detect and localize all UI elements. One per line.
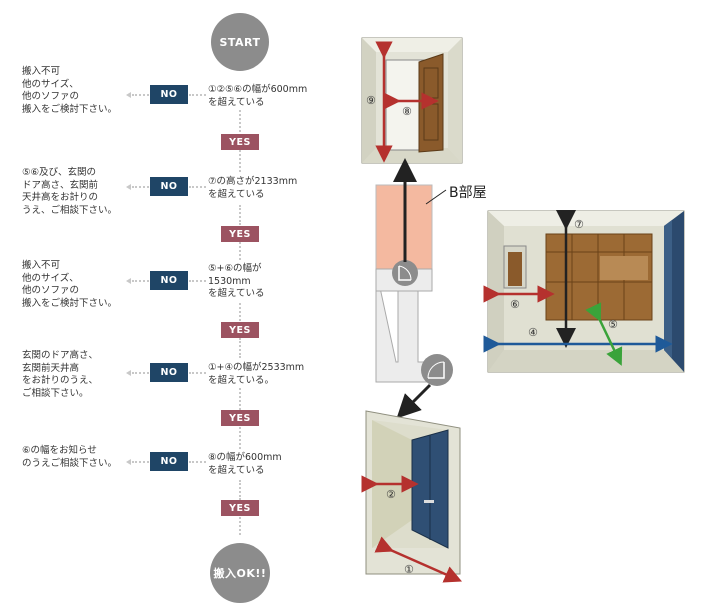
no-connector (189, 186, 206, 188)
advice-text-1: 搬入不可 他のサイズ、 他のソファの 搬入をご検討下さい。 (22, 66, 118, 115)
flow-connector (239, 517, 241, 535)
marker-5: ⑤ (608, 318, 618, 331)
yes-badge-4: YES (221, 410, 259, 426)
marker-8: ⑧ (402, 105, 412, 118)
marker-1: ① (404, 563, 414, 576)
condition-text-1: ①②⑤⑥の幅が600mm を超えている (208, 84, 308, 108)
no-connector (189, 94, 206, 96)
floor-plan (375, 158, 453, 419)
flow-connector (239, 480, 241, 500)
arrow-left-icon (126, 459, 131, 465)
advice-text-4: 玄関のドア高さ、 玄関前天井高 をお計りのうえ、 ご相談下さい。 (22, 350, 99, 399)
no-connector (132, 94, 149, 96)
flow-connector (239, 388, 241, 410)
room-b-view (483, 210, 685, 373)
no-connector (132, 280, 149, 282)
marker-6: ⑥ (510, 298, 520, 311)
entrance-view (361, 410, 463, 583)
room-b-label: B部屋 (449, 185, 487, 201)
start-node: START (211, 13, 269, 71)
yes-badge-1: YES (221, 134, 259, 150)
arrow-left-icon (126, 92, 131, 98)
arrow-left-icon (126, 278, 131, 284)
end-node: 搬入OK!! (210, 543, 270, 603)
marker-4: ④ (528, 326, 538, 339)
flow-connector (239, 338, 241, 358)
no-connector (189, 461, 206, 463)
flow-connector (239, 110, 241, 132)
room-door-view (361, 37, 463, 164)
advice-text-3: 搬入不可 他のサイズ、 他のソファの 搬入をご検討下さい。 (22, 260, 118, 309)
arrow-left-icon (126, 184, 131, 190)
no-badge-1: NO (150, 85, 188, 104)
flow-connector (239, 242, 241, 260)
condition-text-2: ⑦の高さが2133mm を超えている (208, 176, 298, 200)
marker-9: ⑨ (366, 94, 376, 107)
condition-text-4: ①+④の幅が2533mm を超えている。 (208, 362, 305, 386)
no-connector (189, 372, 206, 374)
no-badge-3: NO (150, 271, 188, 290)
no-badge-2: NO (150, 177, 188, 196)
no-badge-5: NO (150, 452, 188, 471)
flow-connector (239, 303, 241, 321)
flow-connector (239, 427, 241, 449)
no-connector (189, 280, 206, 282)
no-connector (132, 186, 149, 188)
no-badge-4: NO (150, 363, 188, 382)
condition-text-5: ⑧の幅が600mm を超えている (208, 452, 282, 476)
marker-2: ② (386, 488, 396, 501)
advice-text-5: ⑥の幅をお知らせ のうえご相談下さい。 (22, 445, 118, 469)
advice-text-2: ⑤⑥及び、玄関の ドア高さ、玄関前 天井高をお計りの うえ、ご相談下さい。 (22, 167, 118, 216)
condition-text-3: ⑤+⑥の幅が 1530mm を超えている (208, 263, 265, 299)
flow-connector (239, 150, 241, 172)
yes-badge-2: YES (221, 226, 259, 242)
flow-connector (239, 205, 241, 225)
no-connector (132, 461, 149, 463)
yes-badge-3: YES (221, 322, 259, 338)
marker-7: ⑦ (574, 218, 584, 231)
yes-badge-5: YES (221, 500, 259, 516)
no-connector (132, 372, 149, 374)
arrow-left-icon (126, 370, 131, 376)
